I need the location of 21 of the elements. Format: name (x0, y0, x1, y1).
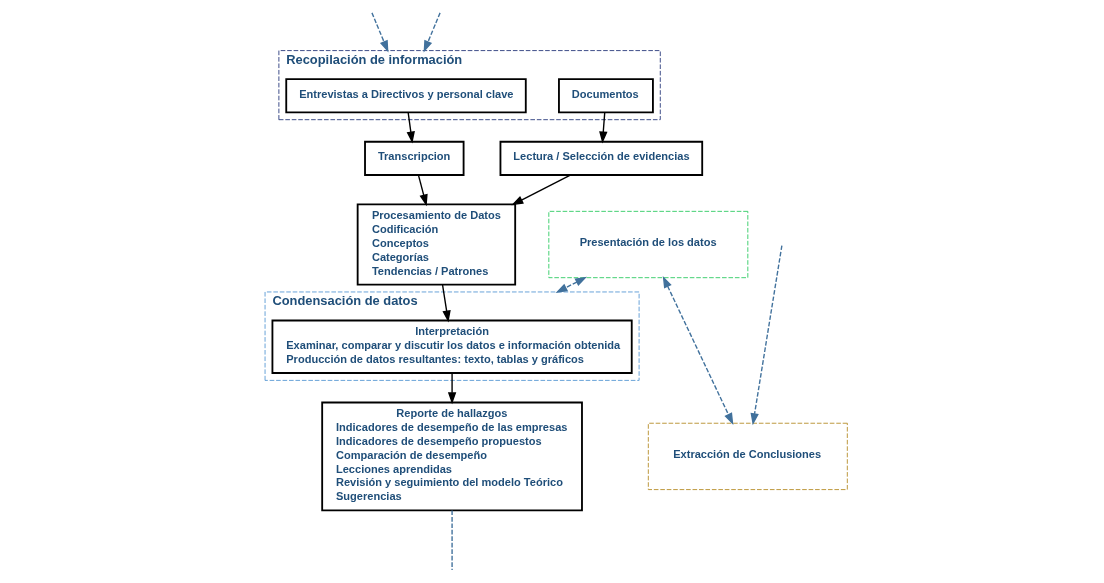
connector (450, 509, 453, 571)
arrow (598, 111, 607, 144)
arrow (662, 275, 733, 425)
node-box: Lectura / Selección de evidencias (499, 140, 703, 176)
arrow (370, 12, 388, 53)
node-box: Documentos (557, 78, 654, 114)
arrow (750, 244, 783, 426)
node-box: Presentación de los datos (547, 210, 748, 279)
arrow (441, 284, 451, 323)
arrow (406, 111, 415, 144)
arrow (417, 174, 428, 207)
arrow (423, 12, 441, 53)
arrow (555, 276, 587, 293)
node-box: Reporte de hallazgos Indicadores de desempeño de las empresas Indicadores de desempeño propuestos Comparación de desempeño Lecciones aprendidas Revisión y seguimiento del modelo Teórico Sugerencias (320, 401, 583, 512)
arrow (447, 372, 456, 405)
node-box: Extracción de Conclusiones (647, 422, 848, 491)
arrow (510, 174, 571, 206)
node-box: Interpretación Examinar, comparar y discutir los datos e información obtenida Producción de datos resultantes: texto, tablas y gráficos (271, 319, 633, 374)
node-box: Procesamiento de Datos Codificación Conceptos Categorías Tendencias / Patrones (356, 203, 516, 286)
node-box: Transcripcion (363, 140, 464, 176)
node-box: Entrevistas a Directivos y personal clave (284, 78, 527, 114)
